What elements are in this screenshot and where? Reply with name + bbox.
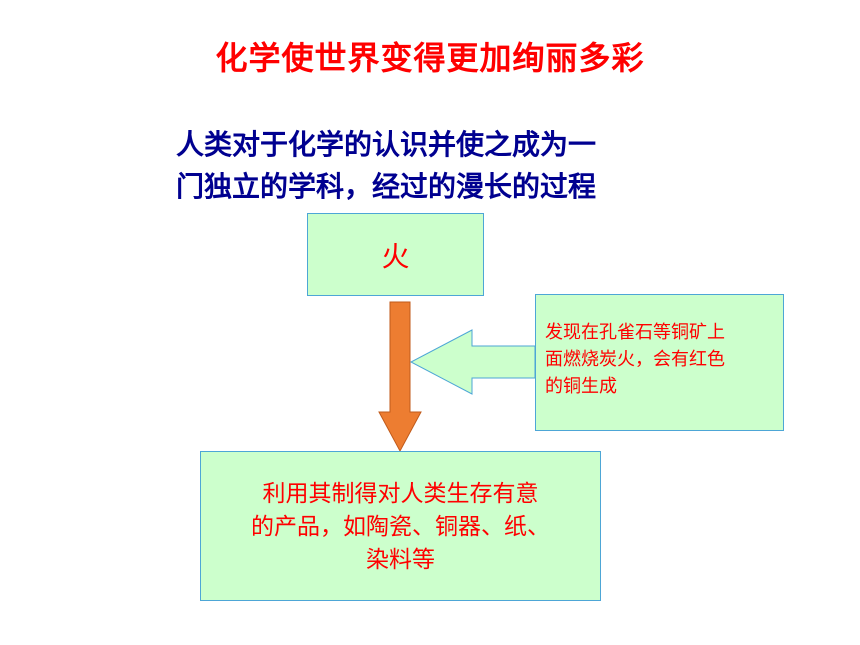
slide-title: 化学使世界变得更加绚丽多彩 [215, 39, 645, 77]
slide-subtitle: 人类对于化学的认识并使之成为一 门独立的学科，经过的漫长的过程 [176, 124, 716, 208]
left-arrow [409, 329, 536, 395]
products-box: 利用其制得对人类生存有意 的产品，如陶瓷、铜器、纸、 染料等 [200, 451, 601, 601]
discovery-box: 发现在孔雀石等铜矿上 面燃烧炭火，会有红色 的铜生成 [535, 294, 784, 431]
discovery-line: 面燃烧炭火，会有红色 [545, 349, 725, 370]
subtitle-line: 门独立的学科，经过的漫长的过程 [176, 170, 597, 203]
products-line: 染料等 [366, 547, 435, 573]
products-line: 的产品，如陶瓷、铜器、纸、 [251, 514, 550, 540]
fire-label: 火 [381, 239, 410, 273]
subtitle-line: 人类对于化学的认识并使之成为一 [176, 128, 597, 161]
discovery-line: 的铜生成 [545, 376, 617, 397]
products-line: 利用其制得对人类生存有意 [262, 481, 539, 507]
fire-box: 火 [307, 213, 484, 296]
down-arrow [378, 301, 422, 453]
discovery-line: 发现在孔雀石等铜矿上 [545, 322, 725, 343]
